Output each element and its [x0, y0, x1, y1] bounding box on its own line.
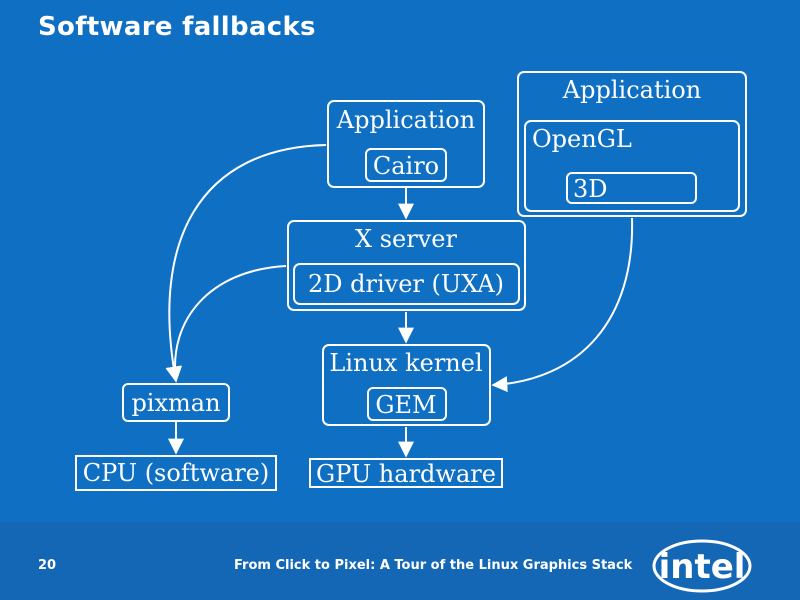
cpu-box [75, 455, 277, 491]
3d-label: 3D [573, 175, 608, 203]
linux-kernel-box [322, 344, 491, 426]
2d-driver-box [293, 263, 520, 305]
application-cairo-box [327, 100, 485, 188]
pixman-node: pixman [122, 383, 230, 422]
pixman-label: pixman [131, 389, 220, 417]
xserver-box [287, 220, 526, 311]
3d-box [566, 172, 697, 204]
linux-kernel-label: Linux kernel [329, 349, 482, 377]
xserver-node: X server 2D driver (UXA) [287, 220, 526, 311]
application-cairo-node: Application Cairo [327, 100, 485, 188]
gpu-label: GPU hardware [316, 460, 496, 488]
gem-label: GEM [375, 391, 436, 419]
slide-title: Software fallbacks [38, 12, 316, 42]
arrow-xserver-to-pixman [166, 265, 287, 383]
page-number: 20 [38, 558, 57, 573]
cpu-node: CPU (software) [75, 455, 277, 491]
cairo-label: Cairo [373, 152, 439, 180]
application-opengl-box [517, 71, 747, 217]
opengl-label: OpenGL [532, 125, 632, 153]
intel-logo-text: intel [659, 547, 746, 587]
footer-title: From Click to Pixel: A Tour of the Linux… [234, 558, 633, 573]
2d-driver-label: 2D driver (UXA) [308, 270, 504, 298]
gpu-node: GPU hardware [309, 458, 503, 488]
cairo-box [365, 148, 447, 182]
intel-logo: intel [652, 539, 752, 593]
application-cairo-label: Application [336, 106, 475, 134]
gpu-box [309, 458, 503, 488]
opengl-box [524, 120, 740, 212]
arrow-app-to-pixman [165, 144, 327, 383]
application-opengl-label: Application [562, 76, 701, 104]
linux-kernel-node: Linux kernel GEM [322, 344, 491, 426]
application-opengl-node: Application OpenGL 3D [517, 71, 747, 217]
intel-logo-swoosh [652, 539, 752, 593]
pixman-box [122, 383, 230, 422]
footer-bar [0, 522, 800, 600]
gem-box [367, 387, 447, 421]
cpu-label: CPU (software) [83, 459, 270, 487]
xserver-label: X server [355, 225, 457, 253]
arrow-opengl-to-kernel [491, 217, 634, 393]
